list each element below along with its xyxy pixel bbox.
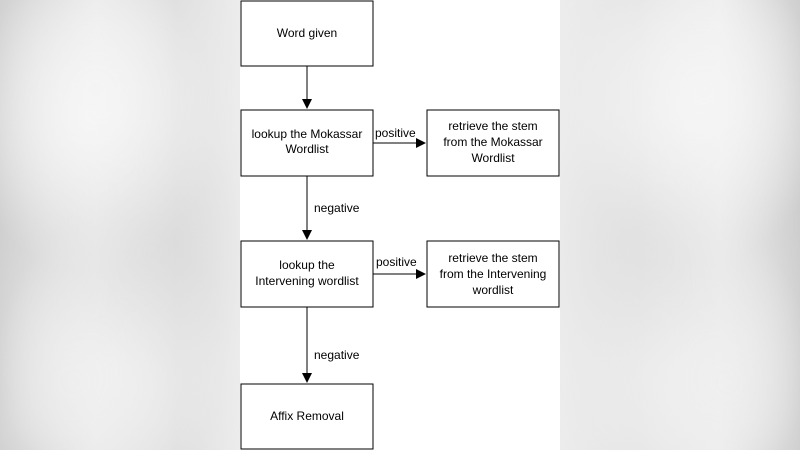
edge-intervening-positive-label: positive (376, 255, 417, 269)
node-retrieve-intervening-label-line-3: wordlist (472, 283, 514, 297)
left-blurred-background (0, 0, 240, 450)
node-word-given: Word given (240, 0, 374, 67)
node-retrieve-mokassar-label-line-1: retrieve the stem (448, 119, 537, 133)
edge-mokassar-negative-label: negative (314, 201, 360, 215)
node-retrieve-intervening-label-line-2: from the Intervening (440, 267, 547, 281)
right-blurred-background (560, 0, 800, 450)
node-word-given-box (240, 0, 374, 67)
node-retrieve-mokassar-label-line-3: Wordlist (471, 151, 515, 165)
edge-mokassar-positive-label: positive (375, 126, 416, 140)
node-affix-removal-box (240, 383, 374, 450)
node-retrieve-mokassar-box (426, 109, 560, 177)
node-lookup-intervening-box (240, 240, 374, 308)
node-retrieve-mokassar-label-line-2: from the Mokassar (443, 135, 542, 149)
node-lookup-mokassar-label-line-1: lookup the Mokassar (252, 127, 363, 141)
node-lookup-intervening-label-line-2: Intervening wordlist (255, 274, 359, 288)
node-lookup-mokassar-label-line-2: Wordlist (285, 142, 329, 156)
node-retrieve-intervening-box (426, 240, 560, 308)
node-word-given-label: Word given (277, 26, 337, 40)
diagram-panel (240, 0, 560, 450)
node-lookup-intervening-label-line-1: lookup the (279, 258, 335, 272)
edge-mokassar-positive: positive (373, 126, 426, 148)
edge-intervening-positive: positive (373, 255, 426, 279)
node-affix-removal: Affix Removal (240, 383, 374, 450)
node-lookup-mokassar: lookup the Mokassar Wordlist (240, 109, 374, 177)
edge-intervening-negative-label: negative (314, 348, 360, 362)
node-affix-removal-label: Affix Removal (270, 409, 344, 423)
node-retrieve-intervening: retrieve the stem from the Intervening w… (426, 240, 560, 308)
node-retrieve-mokassar: retrieve the stem from the Mokassar Word… (426, 109, 560, 177)
node-retrieve-intervening-label-line-1: retrieve the stem (448, 251, 537, 265)
edge-intervening-negative: negative (302, 307, 360, 383)
node-lookup-intervening: lookup the Intervening wordlist (240, 240, 374, 308)
node-lookup-mokassar-box (240, 109, 374, 177)
edge-mokassar-negative: negative (302, 176, 360, 240)
